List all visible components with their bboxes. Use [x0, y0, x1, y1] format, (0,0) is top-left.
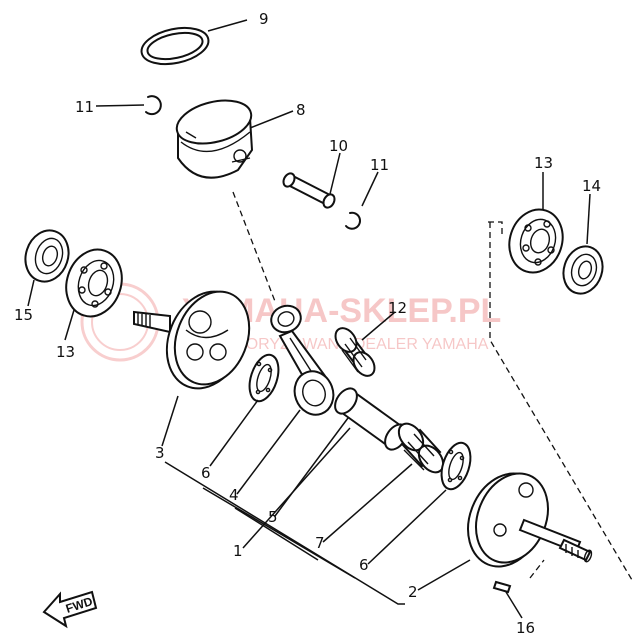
label-6a: 6	[201, 464, 211, 482]
oil-seal-15	[24, 229, 70, 283]
label-4: 4	[229, 486, 239, 504]
washer-6-upper	[248, 353, 280, 403]
label-15: 15	[14, 306, 33, 324]
bearing-13-right	[508, 208, 564, 274]
fwd-arrow-icon: FWD	[42, 590, 98, 629]
washer-6-lower	[440, 441, 472, 491]
label-16: 16	[516, 619, 535, 637]
label-11a: 11	[75, 98, 94, 116]
assembly-brackets	[164, 461, 405, 605]
label-13b: 13	[534, 154, 553, 172]
crank-pin-5	[334, 387, 408, 451]
label-7: 7	[315, 534, 325, 552]
label-9: 9	[259, 10, 269, 28]
label-2: 2	[408, 583, 418, 601]
piston-8	[175, 99, 254, 179]
assembly-lines	[232, 191, 633, 581]
label-5: 5	[268, 508, 278, 526]
circlip-11-upper	[145, 95, 162, 116]
needle-bearing-12	[334, 327, 376, 377]
oil-seal-14	[562, 245, 604, 295]
label-14: 14	[582, 177, 601, 195]
crankshaft-right-half-2	[467, 472, 593, 568]
circlip-11-lower	[345, 211, 361, 230]
label-3: 3	[155, 444, 165, 462]
bearing-13-left	[65, 248, 123, 318]
woodruff-key-16	[492, 580, 512, 594]
connecting-rod-4	[270, 304, 335, 416]
label-11b: 11	[370, 156, 389, 174]
label-6b: 6	[359, 556, 369, 574]
label-12: 12	[388, 299, 407, 317]
crankshaft-left-half-3	[133, 290, 251, 390]
label-8: 8	[296, 101, 306, 119]
needle-bearing-7	[397, 422, 445, 474]
callout-labels: 9 11 8 10 11 13 14 12 15 13 3 6 4 5 1 7 …	[14, 10, 601, 637]
piston-pin-10	[282, 172, 336, 209]
label-13a: 13	[56, 343, 75, 361]
piston-ring-9	[140, 26, 210, 66]
label-10: 10	[329, 137, 348, 155]
leader-lines	[27, 19, 591, 619]
label-1: 1	[233, 542, 243, 560]
